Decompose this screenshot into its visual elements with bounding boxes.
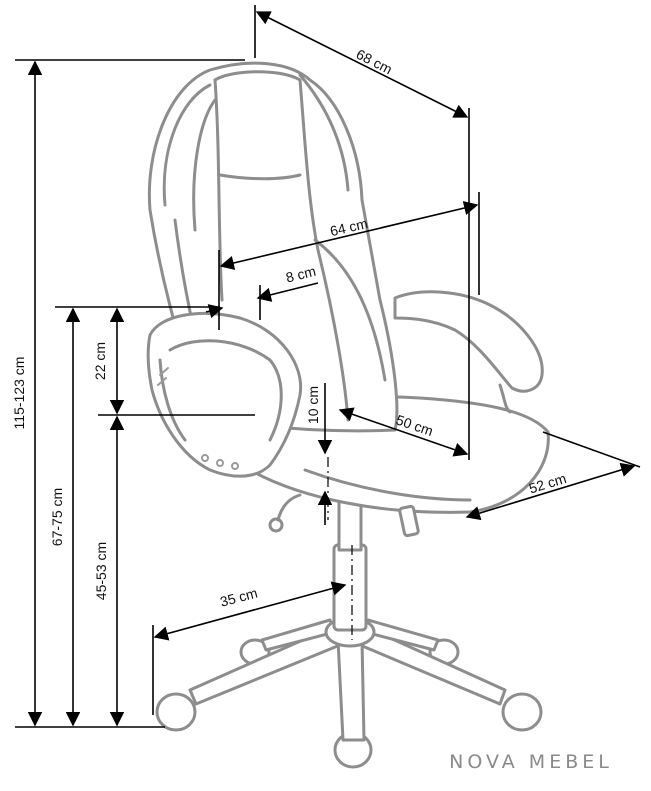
dim-line-base-radius — [153, 581, 347, 641]
brand-logo-text: NOVA MEBEL — [449, 751, 613, 773]
tilt-lever — [276, 493, 302, 522]
dim-line-seat-depth — [338, 407, 469, 457]
dim-line-armrest-width — [205, 304, 224, 319]
label-seat-height: 45-53 cm — [93, 542, 109, 600]
dim-line-width — [219, 201, 479, 270]
label-total-height: 115-123 cm — [11, 357, 27, 430]
dim-line-depth — [255, 11, 469, 118]
gas-cylinder — [332, 498, 368, 632]
label-armrest-height: 67-75 cm — [49, 488, 65, 546]
height-knob — [398, 504, 420, 538]
dimension-lines — [15, 5, 641, 728]
star-base — [188, 616, 507, 742]
label-seat-thickness: 10 cm — [305, 386, 321, 424]
label-base-radius: 35 cm — [218, 585, 259, 610]
dimension-labels: 68 cm 64 cm 8 cm 22 cm 10 cm 50 cm 52 cm… — [11, 46, 568, 610]
label-armrest-above-seat: 22 cm — [92, 342, 108, 380]
label-depth: 68 cm — [354, 46, 395, 78]
armrest-left — [146, 312, 303, 478]
dim-line-seat-width — [465, 462, 636, 521]
label-armrest-width: 8 cm — [284, 263, 317, 286]
